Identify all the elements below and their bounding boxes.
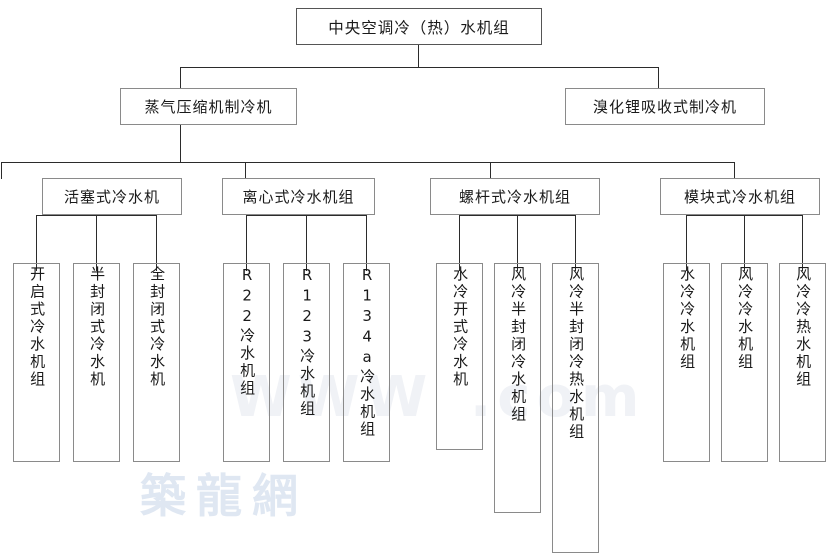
node-level3-label-4: 模块式冷水机组 (683, 188, 796, 206)
connector-g3-box-base (459, 215, 576, 216)
connector-g2-leaf-2 (306, 215, 307, 271)
connector-g4-leaf-2 (744, 215, 745, 271)
node-level3-screw[interactable]: 螺杆式冷水机组 (430, 178, 600, 215)
connector-g4-leaf-3 (802, 215, 803, 271)
node-level2-label-1: 蒸气压缩机制冷机 (144, 98, 273, 116)
node-level2-libr-absorption[interactable]: 溴化锂吸收式制冷机 (565, 88, 765, 125)
watermark-faint-right: .com (470, 365, 646, 430)
connector-g4-leaf-1 (686, 215, 687, 271)
leaf-g1-1-label: 开启式冷水机组 (28, 266, 47, 389)
leaf-g3-3[interactable]: 风冷半封闭冷热水机组 (552, 263, 599, 553)
connector-g4-box-base (686, 215, 803, 216)
leaf-g1-2-label: 半封闭式冷水机 (88, 266, 107, 389)
watermark-faint: WWW (230, 365, 434, 430)
connector-g2-leaf-3 (366, 215, 367, 271)
connector-level3-drop-2 (245, 162, 246, 179)
node-level3-centrifugal[interactable]: 离心式冷水机组 (222, 178, 375, 215)
connector-g3-leaf-3 (575, 215, 576, 271)
leaf-g2-2-label: R123冷水机组 (298, 266, 317, 418)
node-level3-label-1: 活塞式冷水机 (63, 188, 160, 206)
leaf-g2-1[interactable]: R22冷水机组 (223, 263, 270, 462)
connector-level2-drop-1 (180, 67, 181, 89)
node-level2-vapor-compression[interactable]: 蒸气压缩机制冷机 (120, 88, 297, 125)
leaf-g4-2-label: 风冷冷水机组 (736, 266, 755, 371)
leaf-g3-3-label: 风冷半封闭冷热水机组 (567, 266, 586, 441)
leaf-g4-3-label: 风冷冷热水机组 (794, 266, 813, 389)
node-level3-label-2: 离心式冷水机组 (242, 188, 355, 206)
node-level3-label-3: 螺杆式冷水机组 (458, 188, 571, 206)
connector-g1-leaf-1 (36, 215, 37, 271)
connector-g1-leaf-2 (96, 215, 97, 271)
leaf-g4-1-label: 水冷冷水机组 (678, 266, 697, 371)
node-level3-modular[interactable]: 模块式冷水机组 (660, 178, 820, 215)
leaf-g2-3[interactable]: R134a冷水机组 (343, 263, 390, 462)
leaf-g4-3[interactable]: 风冷冷热水机组 (779, 263, 826, 462)
leaf-g3-2-label: 风冷半封闭冷水机组 (509, 266, 528, 424)
leaf-g3-1[interactable]: 水冷开式冷水机 (436, 263, 483, 450)
connector-g2-leaf-1 (246, 215, 247, 271)
leaf-g1-3[interactable]: 全封闭式冷水机 (133, 263, 180, 462)
connector-level3-drop-3 (490, 162, 491, 179)
leaf-g2-1-label: R22冷水机组 (238, 266, 257, 398)
leaf-g1-3-label: 全封闭式冷水机 (148, 266, 167, 389)
node-level2-label-2: 溴化锂吸收式制冷机 (592, 98, 737, 116)
leaf-g3-2[interactable]: 风冷半封闭冷水机组 (494, 263, 541, 513)
connector-level3-stem (180, 124, 181, 162)
leaf-g3-1-label: 水冷开式冷水机 (451, 266, 470, 389)
connector-root-stem (418, 45, 419, 67)
connector-g3-leaf-2 (517, 215, 518, 271)
connector-g1-box-base (36, 215, 157, 216)
leaf-g2-2[interactable]: R123冷水机组 (283, 263, 330, 462)
leaf-g1-2[interactable]: 半封闭式冷水机 (73, 263, 120, 462)
leaf-g4-1[interactable]: 水冷冷水机组 (663, 263, 710, 462)
connector-g2-box-base (246, 215, 367, 216)
connector-level3-drop-4 (734, 162, 735, 179)
leaf-g4-2[interactable]: 风冷冷水机组 (721, 263, 768, 462)
node-level3-piston[interactable]: 活塞式冷水机 (42, 178, 182, 215)
connector-level3-drop-1 (1, 162, 2, 179)
connector-level2-bus (180, 67, 658, 68)
watermark-brand: 築龍網 (140, 469, 308, 523)
connector-level3-bus (1, 162, 735, 163)
node-root[interactable]: 中央空调冷（热）水机组 (296, 8, 542, 45)
connector-g1-leaf-3 (156, 215, 157, 271)
connector-g3-leaf-1 (459, 215, 460, 271)
connector-level2-drop-2 (658, 67, 659, 89)
node-root-label: 中央空调冷（热）水机组 (328, 18, 510, 37)
leaf-g1-1[interactable]: 开启式冷水机组 (13, 263, 60, 462)
leaf-g2-3-label: R134a冷水机组 (358, 266, 377, 439)
